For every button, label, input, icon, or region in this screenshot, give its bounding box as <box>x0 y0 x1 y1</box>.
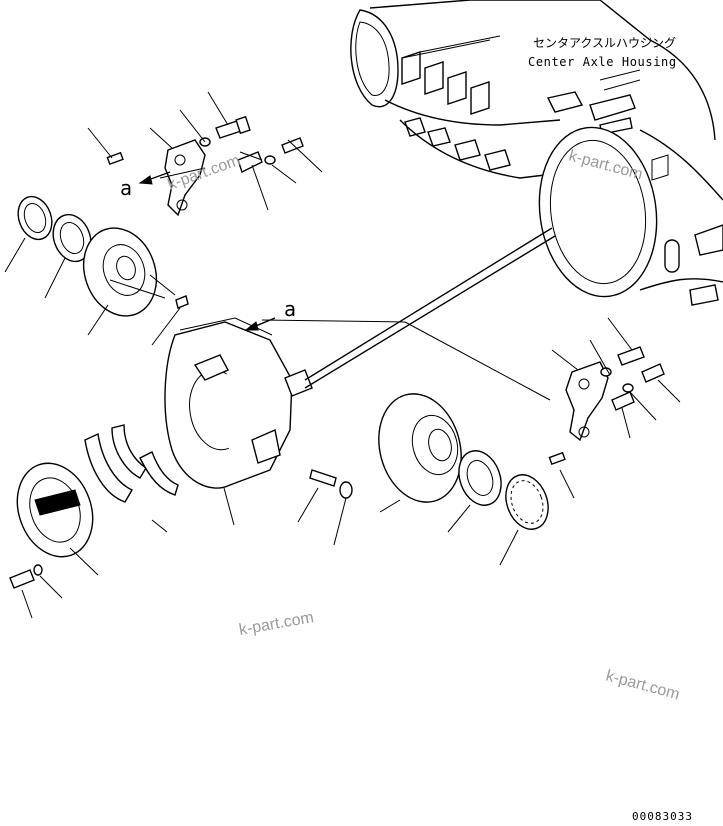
right-bearing-cage <box>378 393 462 503</box>
title-jp: センタアクスルハウジング <box>533 36 676 50</box>
ref-label-a-left: a <box>120 176 132 200</box>
right-small-washer <box>622 383 634 393</box>
differential-carrier <box>164 317 293 489</box>
watermark-3: k-part.com <box>238 609 315 639</box>
right-dowel-pin <box>548 451 566 466</box>
leader-lines <box>4 91 681 619</box>
drawing-number: 00083033 <box>632 810 693 823</box>
left-small-washer <box>264 155 276 165</box>
left-lock-plate <box>237 151 263 173</box>
ref-label-a-center: a <box>284 297 296 321</box>
carrier-stud <box>309 469 337 487</box>
title-en: Center Axle Housing <box>528 55 677 69</box>
connection-lines <box>109 167 551 401</box>
right-lock-plate <box>611 391 635 411</box>
bearing-case-left <box>16 462 94 558</box>
left-seal-ring <box>17 195 53 241</box>
case-washer <box>33 564 43 576</box>
case-bolt <box>9 569 35 589</box>
center-axle-housing <box>350 0 723 306</box>
cage-screw <box>175 295 189 309</box>
left-bearing-cap <box>164 139 206 217</box>
left-dowel-pin <box>106 151 124 166</box>
pinion-shaft <box>284 227 556 397</box>
shim-set <box>84 424 179 503</box>
right-cap-bolt <box>617 346 645 366</box>
left-bearing <box>52 213 92 263</box>
ref-arrow-a-left <box>138 171 171 185</box>
left-bearing-cage <box>82 227 158 317</box>
left-cap-bolt <box>215 115 251 139</box>
carrier-nut <box>339 481 353 499</box>
adjusting-nut <box>505 474 549 530</box>
right-bearing <box>458 450 502 506</box>
right-small-bolt <box>641 363 665 383</box>
left-small-bolt <box>281 137 304 154</box>
watermark-4: k-part.com <box>604 667 681 703</box>
